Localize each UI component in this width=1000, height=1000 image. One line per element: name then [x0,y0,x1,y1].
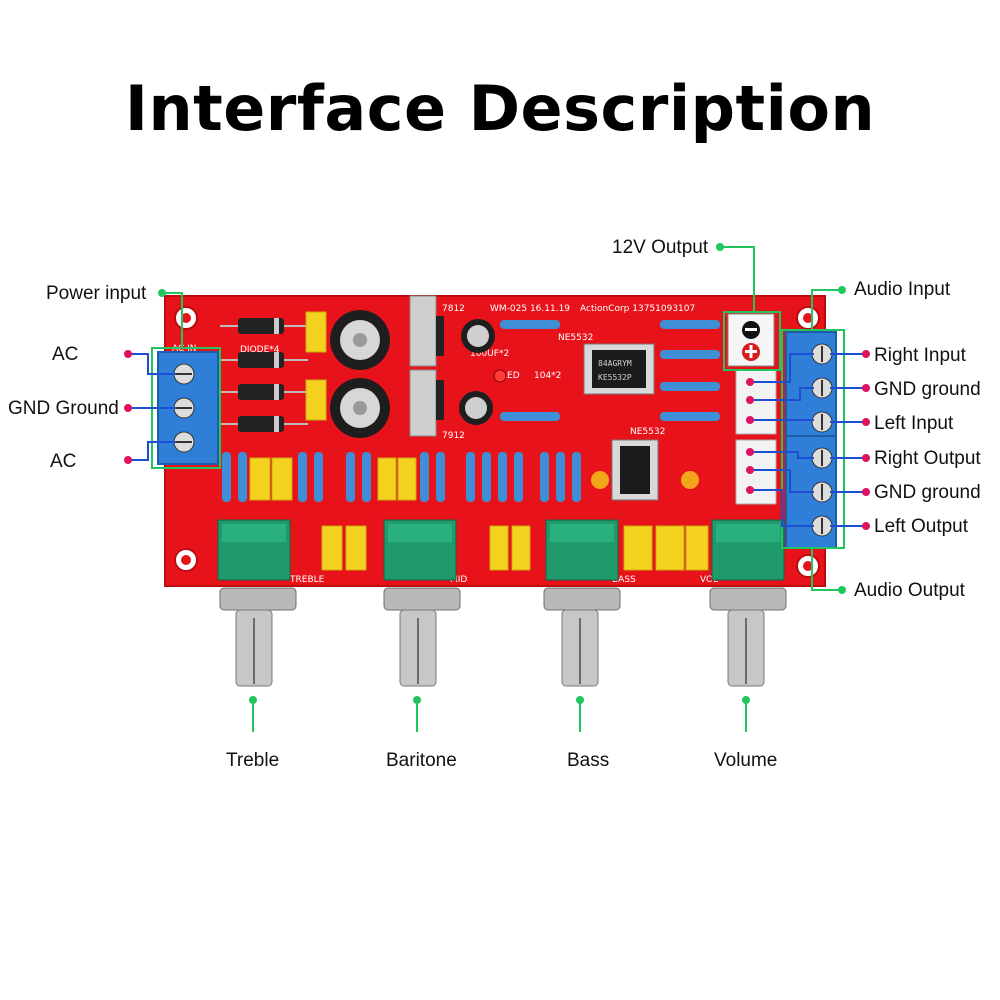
opamp-chips: 84AGRYM KE5532P [583,343,699,501]
diodes [220,318,308,432]
label-gnd-ground-input: GND ground [874,379,981,400]
callouts-green [151,246,845,732]
label-baritone: Baritone [386,750,457,771]
board-model-text: WM-025 16.11.19 [490,304,570,314]
label-12v-output: 12V Output [612,237,709,258]
potentiometer-volume [709,519,787,687]
label-audio-output: Audio Output [854,580,965,601]
page-title: Interface Description [124,72,876,145]
label-audio-input: Audio Input [854,279,951,300]
board-bass-text: BASS [612,575,636,585]
film-capacitors-lower [249,457,709,571]
voltage-regulators [409,295,444,437]
board-cap-text: 100UF*2 [470,349,509,359]
label-bass: Bass [567,750,610,771]
callout-dots-green [158,243,846,704]
label-gnd-ground-output: GND ground [874,482,981,503]
chip-marking-top: 84AGRYM [598,359,632,368]
terminal-audio-io [785,331,837,549]
potentiometer-treble [217,519,297,687]
board-opamp-bottom-text: NE5532 [630,427,665,437]
board-opamp-top-text: NE5532 [558,333,593,343]
label-left-input: Left Input [874,413,954,434]
label-left-output: Left Output [874,516,969,537]
label-power-input: Power input [46,283,147,304]
label-gnd-ground-left: GND Ground [8,398,119,419]
label-treble: Treble [226,750,280,771]
label-ac-top: AC [52,344,79,365]
board-7912-text: 7912 [442,431,465,441]
callouts-pink [128,353,866,527]
label-ac-bottom: AC [50,451,77,472]
board-diode-text: DIODE*4 [240,345,280,355]
board-104-text: 104*2 [534,371,561,381]
chip-marking-bottom: KE5532P [598,373,632,382]
potentiometer-bass [543,519,621,687]
film-capacitors-upper [305,311,327,421]
potentiometer-baritone [383,519,461,687]
electrolytic-capacitors [330,310,507,438]
board-mid-text: MID [450,575,467,585]
label-right-input: Right Input [874,345,966,366]
callout-dots-pink [124,350,870,530]
board-led-text: LED [502,371,520,381]
resistors [222,320,720,502]
board-7812-text: 7812 [442,304,465,314]
label-volume: Volume [714,750,778,771]
label-right-output: Right Output [874,448,981,469]
pin-headers [735,369,777,505]
board-maker-text: ActionCorp 13751093107 [580,304,695,314]
terminal-12v-output [727,313,775,367]
board-treble-text: TREBLE [289,575,325,585]
board-vol-text: VOL [700,575,718,585]
